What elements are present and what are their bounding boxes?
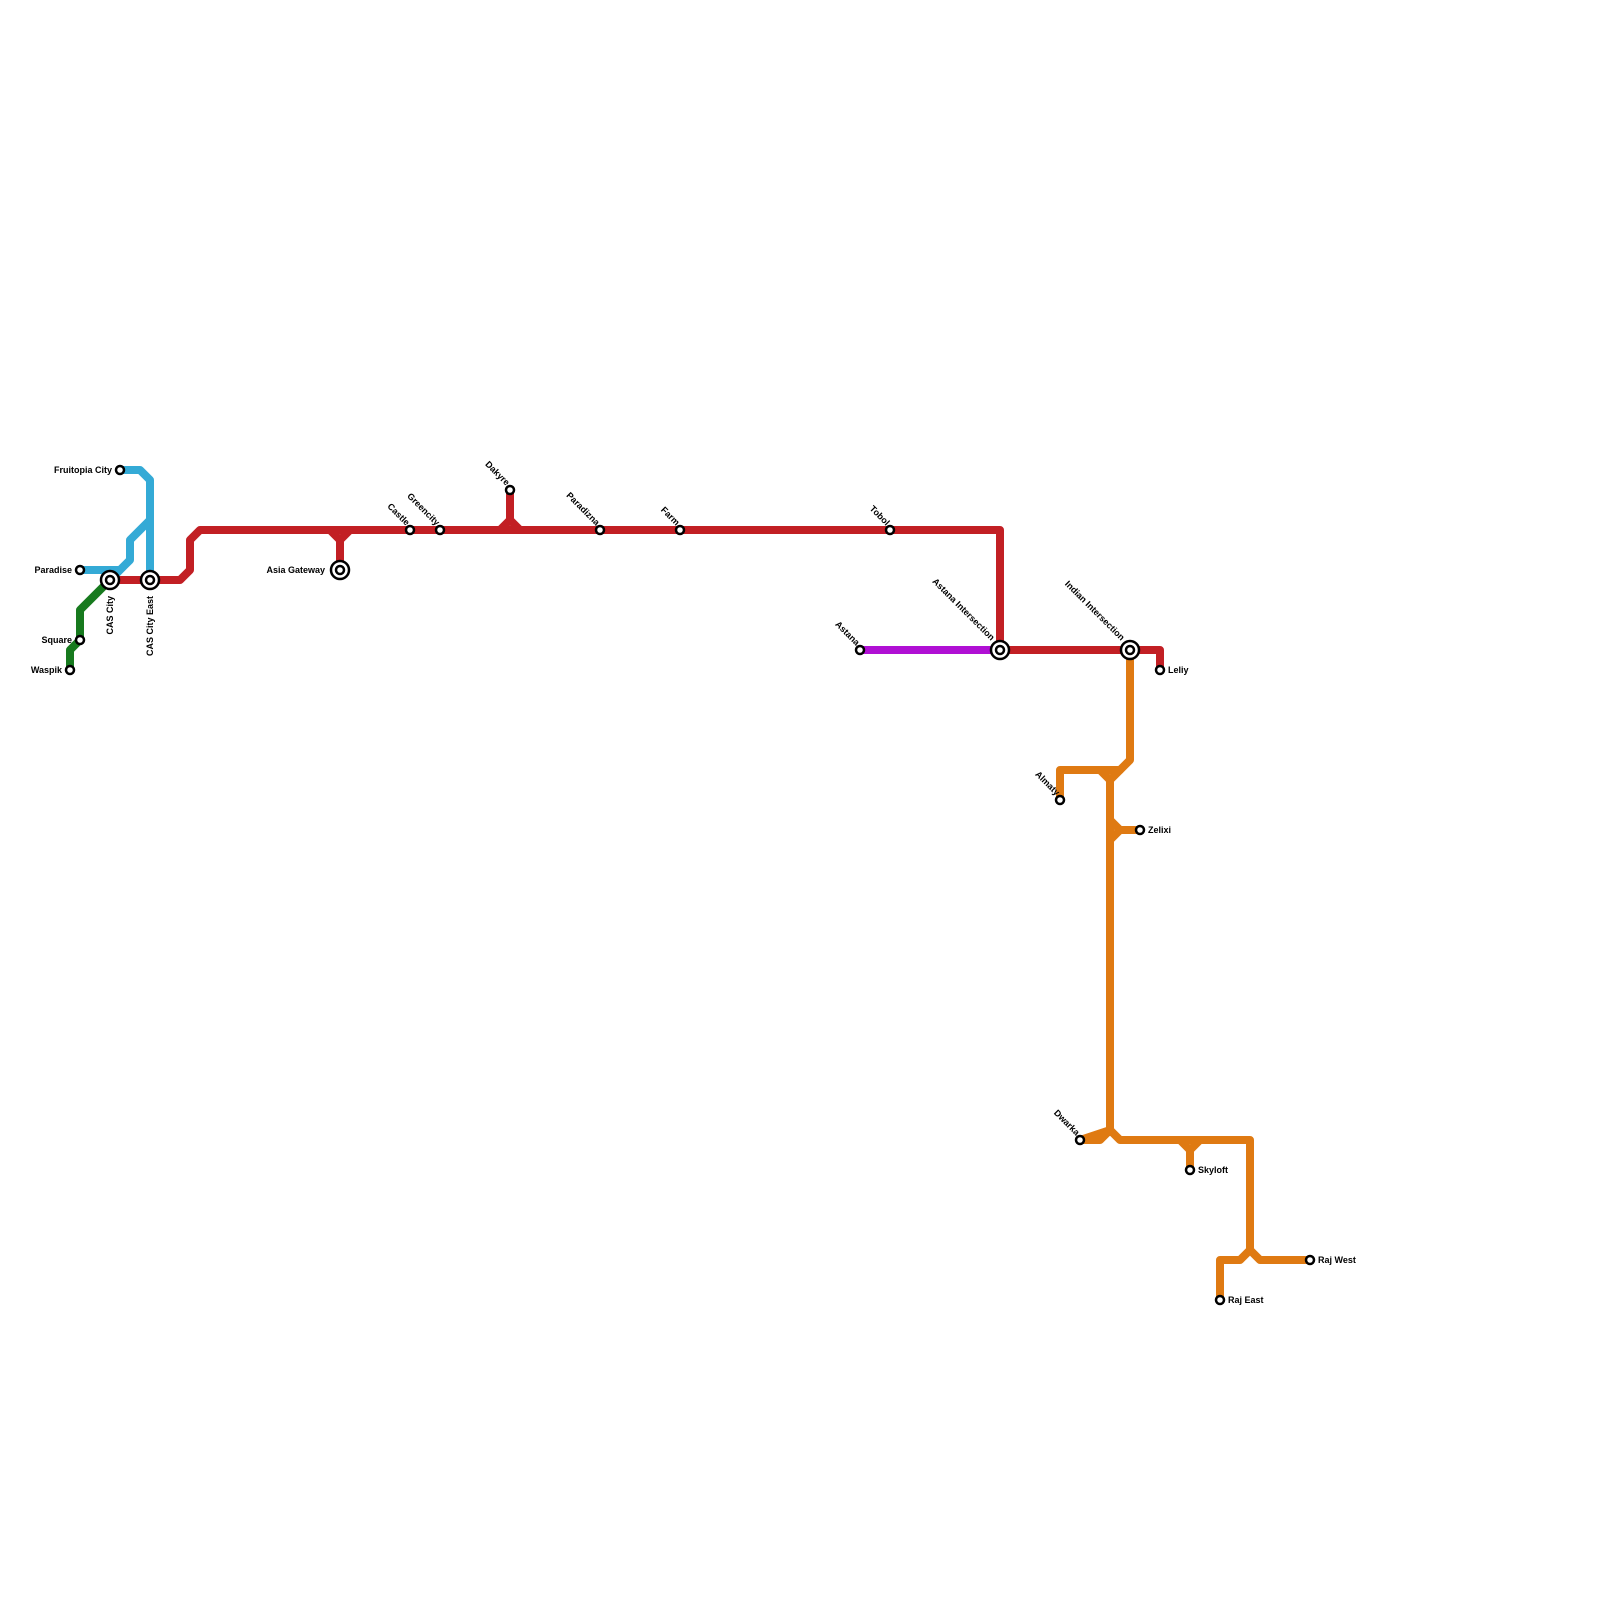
station-marker <box>114 464 126 476</box>
station-label: Astana Intersection <box>931 576 997 642</box>
station-label: Fruitopia City <box>54 465 112 475</box>
station-label: Paradizna <box>565 490 603 528</box>
station-label: Square <box>41 635 72 645</box>
orange-branch-skyloft <box>1176 1136 1204 1174</box>
station-label: Dakyre <box>483 459 511 487</box>
interchange-marker-inner <box>1124 644 1136 656</box>
station-label: Raj East <box>1228 1295 1264 1305</box>
red-line <box>106 486 1164 674</box>
station-paradise[interactable]: Paradise <box>34 564 86 576</box>
station-label: Indian Intersection <box>1063 579 1127 643</box>
station-marker <box>594 524 606 536</box>
station-label: Zelixi <box>1148 825 1171 835</box>
station-label: Astana <box>833 619 862 648</box>
station-label: Paradise <box>34 565 72 575</box>
station-label: Greencity <box>405 491 441 527</box>
orange-line-main <box>1056 646 1134 804</box>
green-line-path <box>66 576 114 674</box>
station-marker <box>74 634 86 646</box>
station-dwarka[interactable]: Dwarka <box>1052 1108 1086 1146</box>
orange-line-trunk <box>1076 766 1124 1144</box>
station-raj-west[interactable]: Raj West <box>1304 1254 1356 1266</box>
station-marker <box>434 524 446 536</box>
station-label: Leliy <box>1168 665 1189 675</box>
green-line <box>66 576 114 674</box>
blue-line <box>76 466 154 584</box>
station-skyloft[interactable]: Skyloft <box>1184 1164 1228 1176</box>
station-label: Skyloft <box>1198 1165 1228 1175</box>
station-label: Waspik <box>31 665 63 675</box>
station-marker <box>1054 794 1066 806</box>
interchange-marker-inner <box>994 644 1006 656</box>
station-zelixi[interactable]: Zelixi <box>1134 824 1171 836</box>
station-cas-city-east[interactable]: CAS City East <box>139 569 161 656</box>
station-marker <box>854 644 866 656</box>
station-cas-city[interactable]: CAS City <box>99 569 121 635</box>
station-asia-gateway[interactable]: Asia Gateway <box>266 559 351 581</box>
station-marker <box>884 524 896 536</box>
red-branch-dakyre <box>496 486 524 534</box>
orange-line <box>1056 646 1314 1304</box>
station-marker <box>74 564 86 576</box>
station-label: CAS City East <box>145 596 155 656</box>
station-label: Castle <box>385 501 411 527</box>
station-dakyre[interactable]: Dakyre <box>483 459 516 496</box>
station-marker <box>404 524 416 536</box>
station-marker <box>64 664 76 676</box>
station-marker <box>1214 1294 1226 1306</box>
station-marker <box>504 484 516 496</box>
station-marker <box>1134 824 1146 836</box>
station-square[interactable]: Square <box>41 634 86 646</box>
station-marker <box>1074 1134 1086 1146</box>
station-label: CAS City <box>105 596 115 635</box>
station-label: Asia Gateway <box>266 565 325 575</box>
station-waspik[interactable]: Waspik <box>31 664 76 676</box>
station-marker <box>1184 1164 1196 1176</box>
station-marker <box>674 524 686 536</box>
interchange-marker-inner <box>334 564 346 576</box>
interchange-marker-inner <box>104 574 116 586</box>
station-marker <box>1154 664 1166 676</box>
station-raj-east[interactable]: Raj East <box>1214 1294 1264 1306</box>
station-label: Dwarka <box>1052 1108 1082 1138</box>
blue-line-path <box>76 466 154 584</box>
stations: Fruitopia City Paradise CAS City CAS Cit… <box>31 459 1356 1306</box>
station-astana[interactable]: Astana <box>833 619 866 656</box>
red-line-path <box>106 526 1164 674</box>
station-label: Farm <box>659 505 682 528</box>
orange-branch-zelixi <box>1106 816 1144 844</box>
station-label: Raj West <box>1318 1255 1356 1265</box>
interchange-marker-inner <box>144 574 156 586</box>
station-fruitopia-city[interactable]: Fruitopia City <box>54 464 126 476</box>
station-leliy[interactable]: Leliy <box>1154 664 1189 676</box>
station-marker <box>1304 1254 1316 1266</box>
orange-line-south <box>1076 1126 1314 1304</box>
station-label: Tobol <box>868 503 892 527</box>
